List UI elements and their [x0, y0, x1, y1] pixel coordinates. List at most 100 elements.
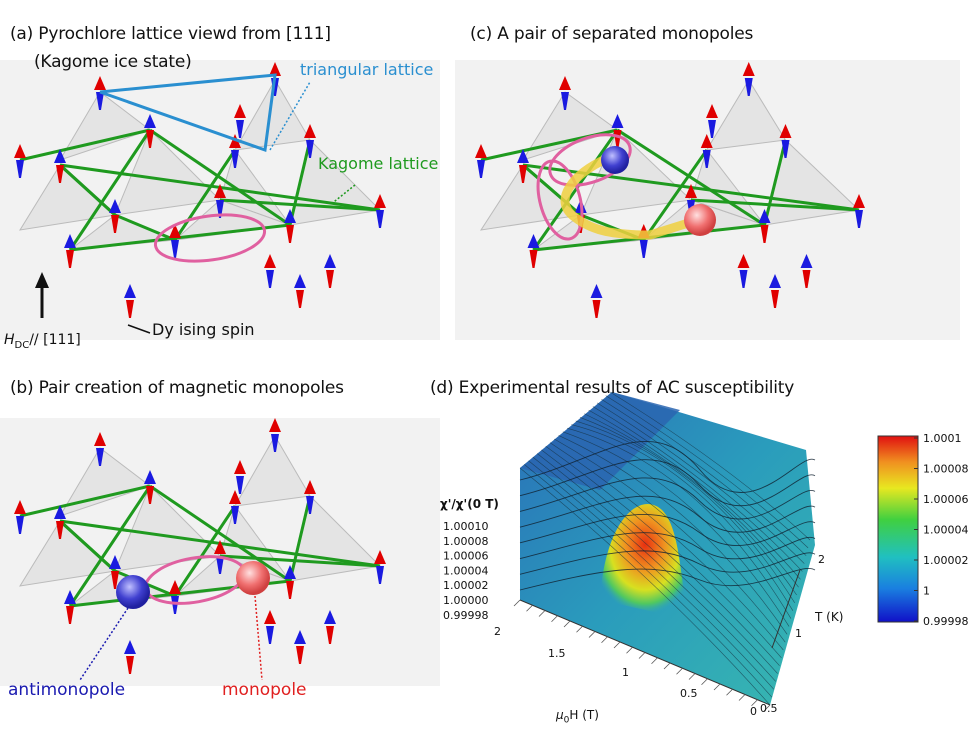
spin-tail [231, 150, 239, 168]
spin-arrow-icon [324, 610, 336, 624]
spin-arrow-icon [769, 274, 781, 288]
antimonopole-sphere-c [601, 146, 629, 174]
spin-arrow-icon [94, 76, 106, 90]
spin-arrow-icon [737, 254, 750, 268]
kagome-bond [616, 128, 766, 227]
spin-arrow-icon [284, 565, 296, 579]
x-tick-marks [513, 599, 771, 712]
colorbar [877, 435, 919, 623]
spin-arrow-icon [590, 284, 603, 298]
dy-spin-label: Dy ising spin [152, 320, 255, 339]
x-axis-label: μ0H (T) [556, 708, 599, 725]
spin-arrow-icon [64, 234, 76, 248]
antimonopole-leader [79, 607, 129, 681]
spin-arrow-icon [517, 149, 529, 163]
monopole-separation-path [560, 153, 703, 240]
mesh-line [571, 424, 794, 611]
kagome-bond [173, 505, 237, 597]
spin-tail [296, 290, 304, 308]
spin-tail [376, 210, 384, 228]
spin-tail [146, 486, 154, 504]
colorbar-tick-label: 1.00002 [923, 554, 969, 567]
spin-arrow-icon [527, 234, 540, 248]
lattice-a [14, 62, 386, 318]
spin-arrow-icon [853, 194, 865, 208]
y-tick-labels: 0.512 [760, 553, 825, 715]
x-tick-mark [526, 604, 533, 612]
spin-tail [266, 626, 274, 644]
spin-tail [561, 92, 569, 110]
spin-tail [66, 606, 74, 624]
spin-tail [171, 596, 179, 614]
spin-tail [16, 516, 24, 534]
spin-tail [231, 506, 239, 524]
spin-tail [306, 496, 314, 514]
x-tick-mark [626, 646, 633, 654]
mesh-line [545, 446, 782, 659]
tetrahedron-face [58, 447, 152, 517]
colorbar-tick-label: 1.0001 [923, 432, 962, 445]
colorbar-tick-label: 0.99998 [923, 615, 969, 628]
x-tick-mark [726, 688, 733, 696]
kagome-lattice-leader [329, 184, 356, 206]
spin-tail [286, 225, 294, 243]
z-tick-label: 1.00006 [443, 550, 489, 563]
spin-tail [639, 240, 648, 258]
panel-a-subtitle: (Kagome ice state) [34, 52, 192, 72]
z-tick-label: 1.00004 [443, 564, 489, 577]
spin-tail [126, 300, 134, 318]
kagome-bond [149, 128, 291, 227]
y-tick-label: 2 [818, 553, 825, 566]
kagome-bond [173, 149, 237, 241]
spin-arrow-icon [214, 184, 226, 198]
mesh-line [596, 402, 805, 564]
spin-arrow-icon [758, 209, 771, 223]
spin-arrow-icon [374, 550, 386, 564]
spin-arrow-icon [54, 149, 66, 163]
x-tick-mark [751, 699, 758, 707]
x-tick-mark [688, 673, 696, 680]
spin-tail [56, 165, 64, 183]
spin-arrow-icon [109, 555, 121, 569]
z-tick-label: 1.00000 [443, 594, 489, 607]
mesh-line [554, 438, 786, 643]
spin-tail [126, 656, 134, 674]
mesh-line [549, 442, 784, 651]
spin-arrow-icon [324, 254, 336, 268]
spin-arrow-icon [14, 144, 26, 158]
y-tick-label: 1 [795, 627, 802, 640]
panel-b-title: (b) Pair creation of magnetic monopoles [10, 378, 344, 398]
mesh-line [528, 460, 775, 690]
spin-arrow-icon [234, 460, 246, 474]
colorbar-ticks: 1.00011.000081.000061.000041.0000210.999… [914, 432, 969, 628]
mesh-line [601, 398, 807, 556]
spin-arrow-icon [124, 284, 136, 298]
z-tick-label: 1.00008 [443, 535, 489, 548]
kagome-bond [219, 198, 381, 212]
spin-arrow-icon [284, 209, 296, 223]
z-axis-label: χ'/χ'(0 T) [440, 497, 499, 511]
triangular-lattice-label: triangular lattice [300, 60, 434, 79]
mesh-line [605, 395, 809, 549]
spin-arrow-icon [229, 490, 241, 504]
spin-arrow-icon [264, 610, 276, 624]
contour-line [519, 514, 816, 546]
x-tick-mark [701, 678, 708, 686]
x-tick-label: 2 [494, 625, 501, 638]
x-axis-label-mu: μ [556, 708, 564, 722]
spin-arrow-icon [800, 254, 813, 268]
kagome-bond [68, 129, 152, 251]
spin-arrow-icon [144, 114, 156, 128]
spin-tail [66, 250, 74, 268]
kagome-bond [522, 163, 582, 217]
tetrahedron-face [234, 435, 311, 507]
spin-arrow-icon [54, 505, 66, 519]
spin-pair-ellipse-a [153, 213, 267, 263]
spin-tail [376, 566, 384, 584]
x-axis-label-sub: 0 [563, 715, 570, 726]
spin-tail [296, 646, 304, 664]
contour-line [519, 477, 816, 520]
mesh-line [562, 431, 790, 627]
x-tick-label: 1.5 [548, 647, 566, 660]
spin-arrow-icon [611, 114, 624, 128]
